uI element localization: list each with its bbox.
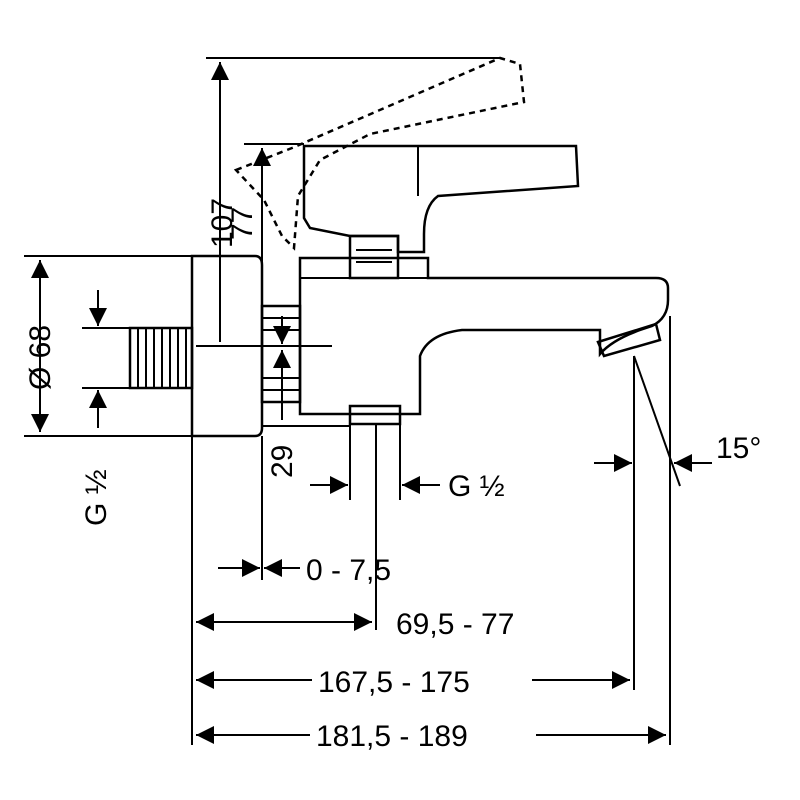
- label-width-1: 69,5 - 77: [396, 608, 514, 641]
- label-thread-bottom: G ½: [448, 470, 505, 503]
- label-width-2: 167,5 - 175: [318, 666, 470, 699]
- label-width-3: 181,5 - 189: [316, 720, 468, 753]
- label-offset: 0 - 7,5: [306, 554, 391, 587]
- vertical-dimensions: [24, 57, 500, 437]
- wall-flange: [190, 254, 264, 438]
- label-thread-left: G ½: [80, 469, 113, 526]
- inlet-connector: [128, 326, 194, 390]
- label-depth-29: 29: [266, 445, 299, 478]
- spout-outlet: [596, 322, 662, 358]
- label-diameter: Ø 68: [24, 325, 57, 390]
- dimension-labels: 107 77 Ø 68 G ½ 29 G ½ 15° 0 - 7,5 69,5 …: [24, 198, 761, 753]
- label-angle: 15°: [716, 432, 761, 465]
- label-height-max: 107: [206, 198, 239, 248]
- horizontal-dimensions: [191, 316, 712, 745]
- angle-line: [633, 355, 681, 487]
- handle-raised-position: [233, 56, 526, 251]
- mixer-body: [298, 256, 670, 416]
- label-height-handle: 77: [226, 207, 259, 240]
- handle: [302, 144, 580, 254]
